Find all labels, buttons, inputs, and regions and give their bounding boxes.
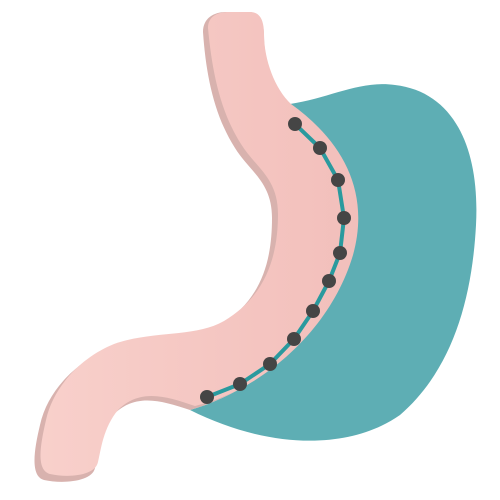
- staples-group: [200, 117, 351, 404]
- staple-dot: [263, 357, 277, 371]
- staple-dot: [233, 377, 247, 391]
- staple-dot: [313, 141, 327, 155]
- staple-dot: [337, 211, 351, 225]
- staple-dot: [333, 246, 347, 260]
- staple-dot: [287, 332, 301, 346]
- staple-dot: [200, 390, 214, 404]
- staple-dot: [322, 274, 336, 288]
- staple-dot: [288, 117, 302, 131]
- staple-dot: [306, 304, 320, 318]
- staple-dot: [331, 173, 345, 187]
- stomach-sleeve: [40, 12, 359, 476]
- removed-stomach-section: [190, 84, 477, 441]
